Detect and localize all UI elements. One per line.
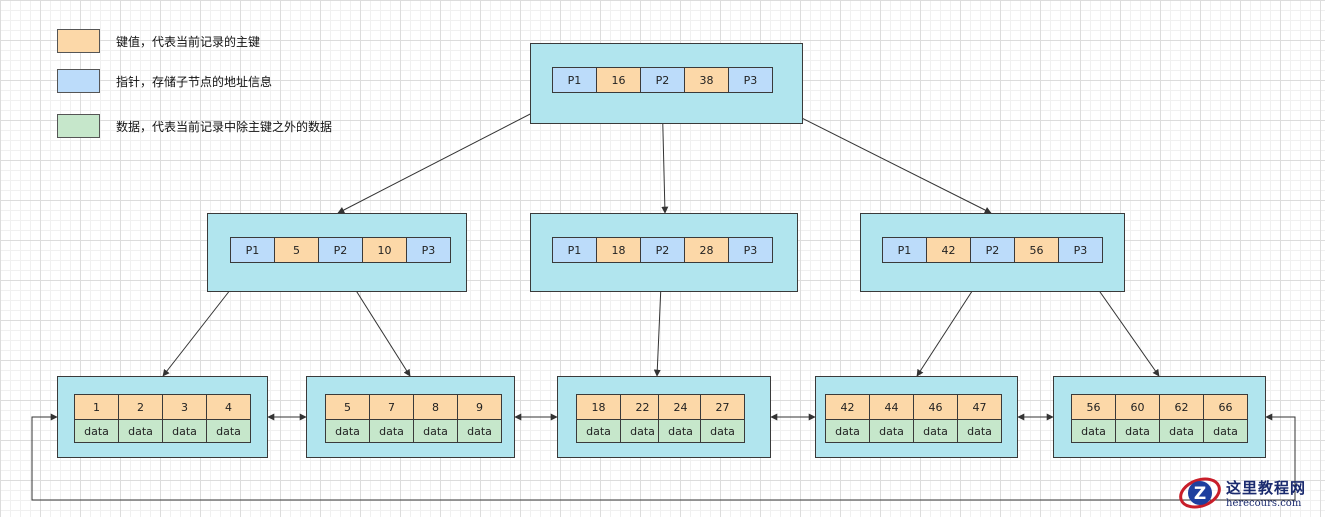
watermark-subtitle: herecours.com [1226, 498, 1302, 509]
leaf-2-data: data [325, 419, 370, 443]
internal-node-1: P1 5 P2 10 P3 [207, 213, 467, 292]
leaf-4-key: 46 [913, 394, 958, 420]
internal-1-key-10: 10 [362, 237, 407, 263]
leaf-5-data: data [1115, 419, 1160, 443]
legend-data-swatch [57, 114, 100, 138]
legend-key-label: 键值，代表当前记录的主键 [116, 34, 261, 49]
leaf-5-key: 60 [1115, 394, 1160, 420]
internal-2-pointer-p3: P3 [728, 237, 773, 263]
leaf-1-key: 2 [118, 394, 163, 420]
leaf-node-1: 1 2 3 4 data data data data [57, 376, 268, 458]
internal-2-pointer-p1: P1 [552, 237, 597, 263]
internal-3-pointer-p1: P1 [882, 237, 927, 263]
internal-3-pointer-p3: P3 [1058, 237, 1103, 263]
watermark-title: 这里教程网 [1226, 479, 1307, 497]
leaf-5-data: data [1203, 419, 1248, 443]
leaf-2-key: 7 [369, 394, 414, 420]
root-pointer-p1: P1 [552, 67, 597, 93]
root-pointer-p2: P2 [640, 67, 685, 93]
leaf-3-key: 24 [658, 394, 703, 420]
leaf-5-data: data [1159, 419, 1204, 443]
root-key-38: 38 [684, 67, 729, 93]
leaf-2-key: 8 [413, 394, 458, 420]
leaf-2-key: 5 [325, 394, 370, 420]
leaf-1-data: data [118, 419, 163, 443]
leaf-node-2: 5 7 8 9 data data data data [306, 376, 515, 458]
internal-3-pointer-p2: P2 [970, 237, 1015, 263]
leaf-2-data: data [369, 419, 414, 443]
leaf-node-5: 56 60 62 66 data data data data [1053, 376, 1266, 458]
internal-2-key-28: 28 [684, 237, 729, 263]
leaf-1-data: data [162, 419, 207, 443]
root-key-16: 16 [596, 67, 641, 93]
root-pointer-p3: P3 [728, 67, 773, 93]
leaf-3-key: 22 [620, 394, 665, 420]
internal-1-pointer-p1: P1 [230, 237, 275, 263]
leaf-5-data: data [1071, 419, 1116, 443]
legend-pointer-swatch [57, 69, 100, 93]
leaf-wrap-link-bottom [31, 413, 1296, 501]
leaf-node-3: 18 22 24 27 data data data data [557, 376, 771, 458]
leaf-1-key: 1 [74, 394, 119, 420]
leaf-1-data: data [74, 419, 119, 443]
leaf-3-key: 18 [576, 394, 621, 420]
leaf-4-data: data [913, 419, 958, 443]
leaf-4-data: data [825, 419, 870, 443]
internal-2-pointer-p2: P2 [640, 237, 685, 263]
leaf-4-key: 44 [869, 394, 914, 420]
leaf-3-data: data [576, 419, 621, 443]
leaf-5-key: 66 [1203, 394, 1248, 420]
leaf-5-key: 62 [1159, 394, 1204, 420]
leaf-4-key: 42 [825, 394, 870, 420]
internal-1-key-5: 5 [274, 237, 319, 263]
internal-1-pointer-p3: P3 [406, 237, 451, 263]
leaf-1-data: data [206, 419, 251, 443]
leaf-4-data: data [869, 419, 914, 443]
leaf-5-key: 56 [1071, 394, 1116, 420]
internal-3-key-42: 42 [926, 237, 971, 263]
watermark-logo-letter: Z [1194, 484, 1206, 504]
leaf-1-key: 3 [162, 394, 207, 420]
root-node: P1 16 P2 38 P3 [530, 43, 803, 124]
internal-2-key-18: 18 [596, 237, 641, 263]
leaf-wrap-link [1265, 413, 1296, 472]
legend-key: 键值，代表当前记录的主键 [57, 29, 260, 53]
legend-key-swatch [57, 29, 100, 53]
legend-data-label: 数据，代表当前记录中除主键之外的数据 [116, 119, 333, 134]
leaf-3-data: data [620, 419, 665, 443]
leaf-3-key: 27 [700, 394, 745, 420]
legend-data: 数据，代表当前记录中除主键之外的数据 [57, 114, 332, 138]
leaf-4-key: 47 [957, 394, 1002, 420]
leaf-3-data: data [658, 419, 703, 443]
leaf-3-data: data [700, 419, 745, 443]
internal-3-key-56: 56 [1014, 237, 1059, 263]
leaf-2-data: data [413, 419, 458, 443]
leaf-1-key: 4 [206, 394, 251, 420]
legend-pointer: 指针，存储子节点的地址信息 [57, 69, 272, 93]
leaf-4-data: data [957, 419, 1002, 443]
site-watermark: Z 这里教程网 herecours.com [1178, 472, 1323, 514]
watermark-logo-icon: Z [1178, 473, 1222, 513]
leaf-2-data: data [457, 419, 502, 443]
leaf-node-4: 42 44 46 47 data data data data [815, 376, 1018, 458]
legend-pointer-label: 指针，存储子节点的地址信息 [116, 74, 273, 89]
internal-1-pointer-p2: P2 [318, 237, 363, 263]
internal-node-2: P1 18 P2 28 P3 [530, 213, 798, 292]
leaf-2-key: 9 [457, 394, 502, 420]
internal-node-3: P1 42 P2 56 P3 [860, 213, 1125, 292]
